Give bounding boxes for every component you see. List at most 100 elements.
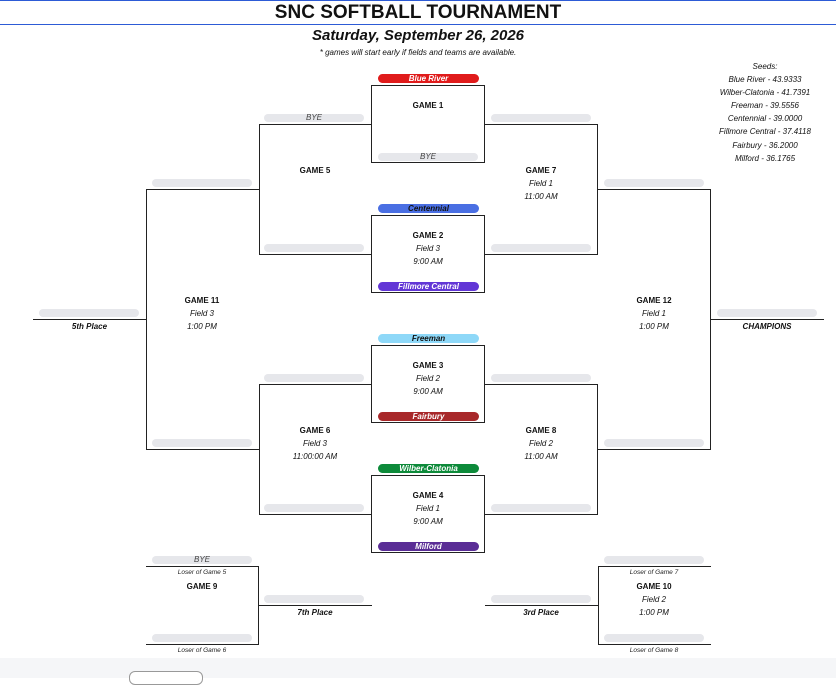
game3-name: GAME 3 [412, 361, 444, 370]
game5-line-vertical [259, 124, 260, 255]
game12-name: GAME 12 [636, 296, 672, 305]
game3-bracket-bottom [371, 422, 485, 423]
game4-bracket-top [371, 475, 485, 476]
team-pill-fillmore-central: Fillmore Central [378, 282, 479, 291]
team-pill-wilber-clatonia: Wilber-Clatonia [378, 464, 479, 473]
game1-label: GAME 1 [371, 99, 485, 112]
game6-slot-top [264, 374, 364, 382]
team-pill-blue-river: Blue River [378, 74, 479, 83]
game4-bracket-right [484, 475, 485, 553]
game10-line-top [598, 566, 711, 567]
page-title: SNC SOFTBALL TOURNAMENT [274, 2, 562, 23]
game7-label: GAME 7 Field 1 11:00 AM [485, 164, 597, 203]
game8-field: Field 2 [528, 439, 553, 448]
game6-label: GAME 6 Field 3 11:00:00 AM [259, 424, 371, 463]
game10-time: 1:00 PM [639, 608, 669, 617]
game9-line-vertical [258, 566, 259, 645]
game9-name: GAME 9 [186, 582, 218, 591]
game8-label: GAME 8 Field 2 11:00 AM [485, 424, 597, 463]
seventh-place-slot [264, 595, 364, 603]
game10-loser-bottom: Loser of Game 8 [629, 647, 679, 654]
fifth-place-label: 5th Place [71, 322, 108, 331]
game10-name: GAME 10 [636, 582, 672, 591]
game3-field: Field 2 [415, 374, 440, 383]
game7-line-bottom [485, 254, 598, 255]
game10-field: Field 2 [641, 595, 666, 604]
game12-time: 1:00 PM [639, 322, 669, 331]
game9-bye-slot: BYE [152, 556, 252, 564]
game8-slot-top [491, 374, 591, 382]
game1-name: GAME 1 [412, 101, 444, 110]
game2-time: 9:00 AM [413, 257, 443, 266]
game11-time: 1:00 PM [187, 322, 217, 331]
game12-line-bottom [598, 449, 711, 450]
title-divider [0, 24, 836, 25]
game4-name: GAME 4 [412, 491, 444, 500]
game5-label: GAME 5 [259, 164, 371, 177]
team-pill-milford: Milford [378, 542, 479, 551]
game1-bracket-top [371, 85, 485, 86]
game11-line-bottom [146, 449, 259, 450]
game5-name: GAME 5 [299, 166, 331, 175]
game11-name: GAME 11 [184, 296, 220, 305]
game7-field: Field 1 [528, 179, 553, 188]
game4-bracket-bottom [371, 552, 485, 553]
game5-line-top [259, 124, 372, 125]
game6-line-vertical [259, 384, 260, 515]
game4-time: 9:00 AM [413, 517, 443, 526]
top-border [0, 0, 836, 1]
game12-label: GAME 12 Field 1 1:00 PM [598, 294, 710, 333]
game10-slot-bottom [604, 634, 704, 642]
schedule-note: * games will start early if fields and t… [319, 48, 517, 57]
game11-line-top [146, 189, 259, 190]
game12-line-top [598, 189, 711, 190]
game12-field: Field 1 [641, 309, 666, 318]
game9-line-top [146, 566, 259, 567]
seed-item: Fairbury - 36.2000 [732, 140, 798, 150]
game1-bye-slot: BYE [378, 153, 478, 161]
game5-bye-slot: BYE [264, 114, 364, 122]
game10-line-bottom [598, 644, 711, 645]
game8-time: 11:00 AM [524, 452, 558, 461]
champions-line [710, 319, 824, 320]
game9-line-bottom [146, 644, 259, 645]
fifth-place-line [33, 319, 147, 320]
game9-loser-bottom: Loser of Game 6 [177, 647, 227, 654]
seeds-panel: Seeds: Blue River - 43.9333 Wilber-Clato… [700, 60, 830, 165]
game2-bracket-top [371, 215, 485, 216]
seed-item: Fillmore Central - 37.4118 [719, 127, 811, 137]
seed-item: Centennial - 39.0000 [727, 114, 803, 124]
game6-line-top [259, 384, 372, 385]
game7-slot-top [491, 114, 591, 122]
seventh-place-label: 7th Place [297, 608, 333, 617]
game8-slot-bottom [491, 504, 591, 512]
game2-name: GAME 2 [412, 231, 444, 240]
game8-line-vertical [597, 384, 598, 515]
game4-label: GAME 4 Field 1 9:00 AM [371, 489, 485, 528]
team-pill-fairbury: Fairbury [378, 412, 479, 421]
champions-label: CHAMPIONS [742, 322, 792, 331]
third-place-line [485, 605, 598, 606]
game6-line-bottom [259, 514, 372, 515]
game10-loser-top: Loser of Game 7 [629, 569, 679, 576]
game10-line-vertical [598, 566, 599, 645]
game6-field: Field 3 [302, 439, 327, 448]
game2-bracket-bottom [371, 292, 485, 293]
game1-bracket-bottom [371, 162, 485, 163]
tournament-date: Saturday, September 26, 2026 [311, 27, 525, 44]
game8-line-top [485, 384, 598, 385]
game3-bracket-top [371, 345, 485, 346]
game11-field: Field 3 [189, 309, 214, 318]
game6-name: GAME 6 [299, 426, 331, 435]
seed-item: Milford - 36.1765 [734, 153, 796, 163]
seeds-title: Seeds: [752, 62, 778, 71]
game1-bracket-right [484, 85, 485, 163]
sheet-tab[interactable] [129, 671, 203, 685]
game7-line-vertical [597, 124, 598, 255]
game8-line-bottom [485, 514, 598, 515]
third-place-slot [491, 595, 591, 603]
game3-label: GAME 3 Field 2 9:00 AM [371, 359, 485, 398]
game12-slot-bottom [604, 439, 704, 447]
game7-name: GAME 7 [525, 166, 557, 175]
game2-bracket-right [484, 215, 485, 293]
